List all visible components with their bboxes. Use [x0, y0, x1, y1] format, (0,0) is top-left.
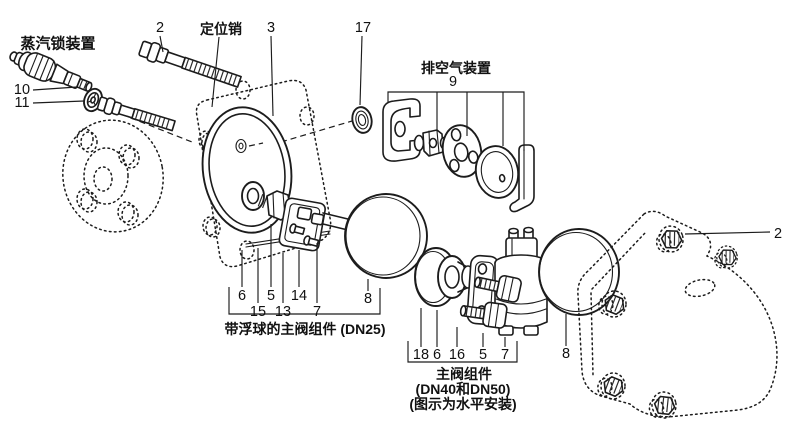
callout-11: 11: [14, 95, 29, 111]
callout-3: 3: [267, 20, 275, 36]
dn40-valve-body: [459, 226, 566, 336]
flange-bolt-holes: [76, 128, 140, 226]
callout-5-dn25: 5: [267, 288, 275, 304]
label-dn40-assembly-3: (图示为水平安装): [409, 396, 516, 412]
callout-8-dn25: 8: [364, 291, 372, 307]
callouts: 蒸汽锁装置 2 定位销 3 17 排空气装置 9 10 11 6 5 14 15…: [14, 20, 782, 412]
callout-8-dn40: 8: [562, 346, 570, 362]
leader-lines: [32, 35, 771, 363]
callout-15-dn25: 15: [250, 304, 266, 320]
label-steam-lock: 蒸汽锁装置: [20, 35, 95, 53]
callout-6-dn40: 6: [433, 347, 441, 363]
label-dn40-assembly-2: (DN40和DN50): [416, 381, 511, 397]
float-ball-dn25: [344, 193, 428, 279]
dn25-valve-assembly: [241, 181, 428, 279]
callout-14-dn25: 14: [291, 288, 307, 304]
label-locating-pin: 定位销: [200, 21, 242, 37]
pipe-flange-dotted: [62, 119, 164, 233]
callout-9: 9: [449, 74, 457, 90]
label-dn25-assembly: 带浮球的主阀组件 (DN25): [224, 321, 385, 337]
callout-13-dn25: 13: [275, 304, 291, 320]
cover-stud-bolt-top: [138, 40, 242, 88]
sealing-ring: [351, 106, 373, 134]
label-air-vent: 排空气装置: [421, 60, 491, 76]
callout-5-dn40: 5: [479, 347, 487, 363]
label-dn40-assembly-1: 主阀组件: [436, 366, 492, 382]
air-vent-assembly: [382, 98, 535, 213]
trap-body-dotted: [577, 210, 778, 420]
pin-hole-detail: [235, 138, 264, 154]
assembly-axis-lines: [92, 102, 353, 143]
callout-7-dn40: 7: [501, 347, 509, 363]
cover-stud-bolt-lower: [96, 96, 176, 132]
callout-2-top: 2: [156, 20, 164, 36]
callout-17: 17: [355, 20, 371, 36]
callout-10: 10: [14, 82, 30, 98]
callout-16-dn40: 16: [449, 347, 465, 363]
float-ball-dn40: [538, 228, 620, 316]
callout-18-dn40: 18: [413, 347, 429, 363]
callout-6-dn25: 6: [238, 288, 246, 304]
dn40-valve-assembly: [414, 226, 620, 336]
callout-7-dn25: 7: [313, 304, 321, 320]
callout-2-right: 2: [774, 226, 782, 242]
